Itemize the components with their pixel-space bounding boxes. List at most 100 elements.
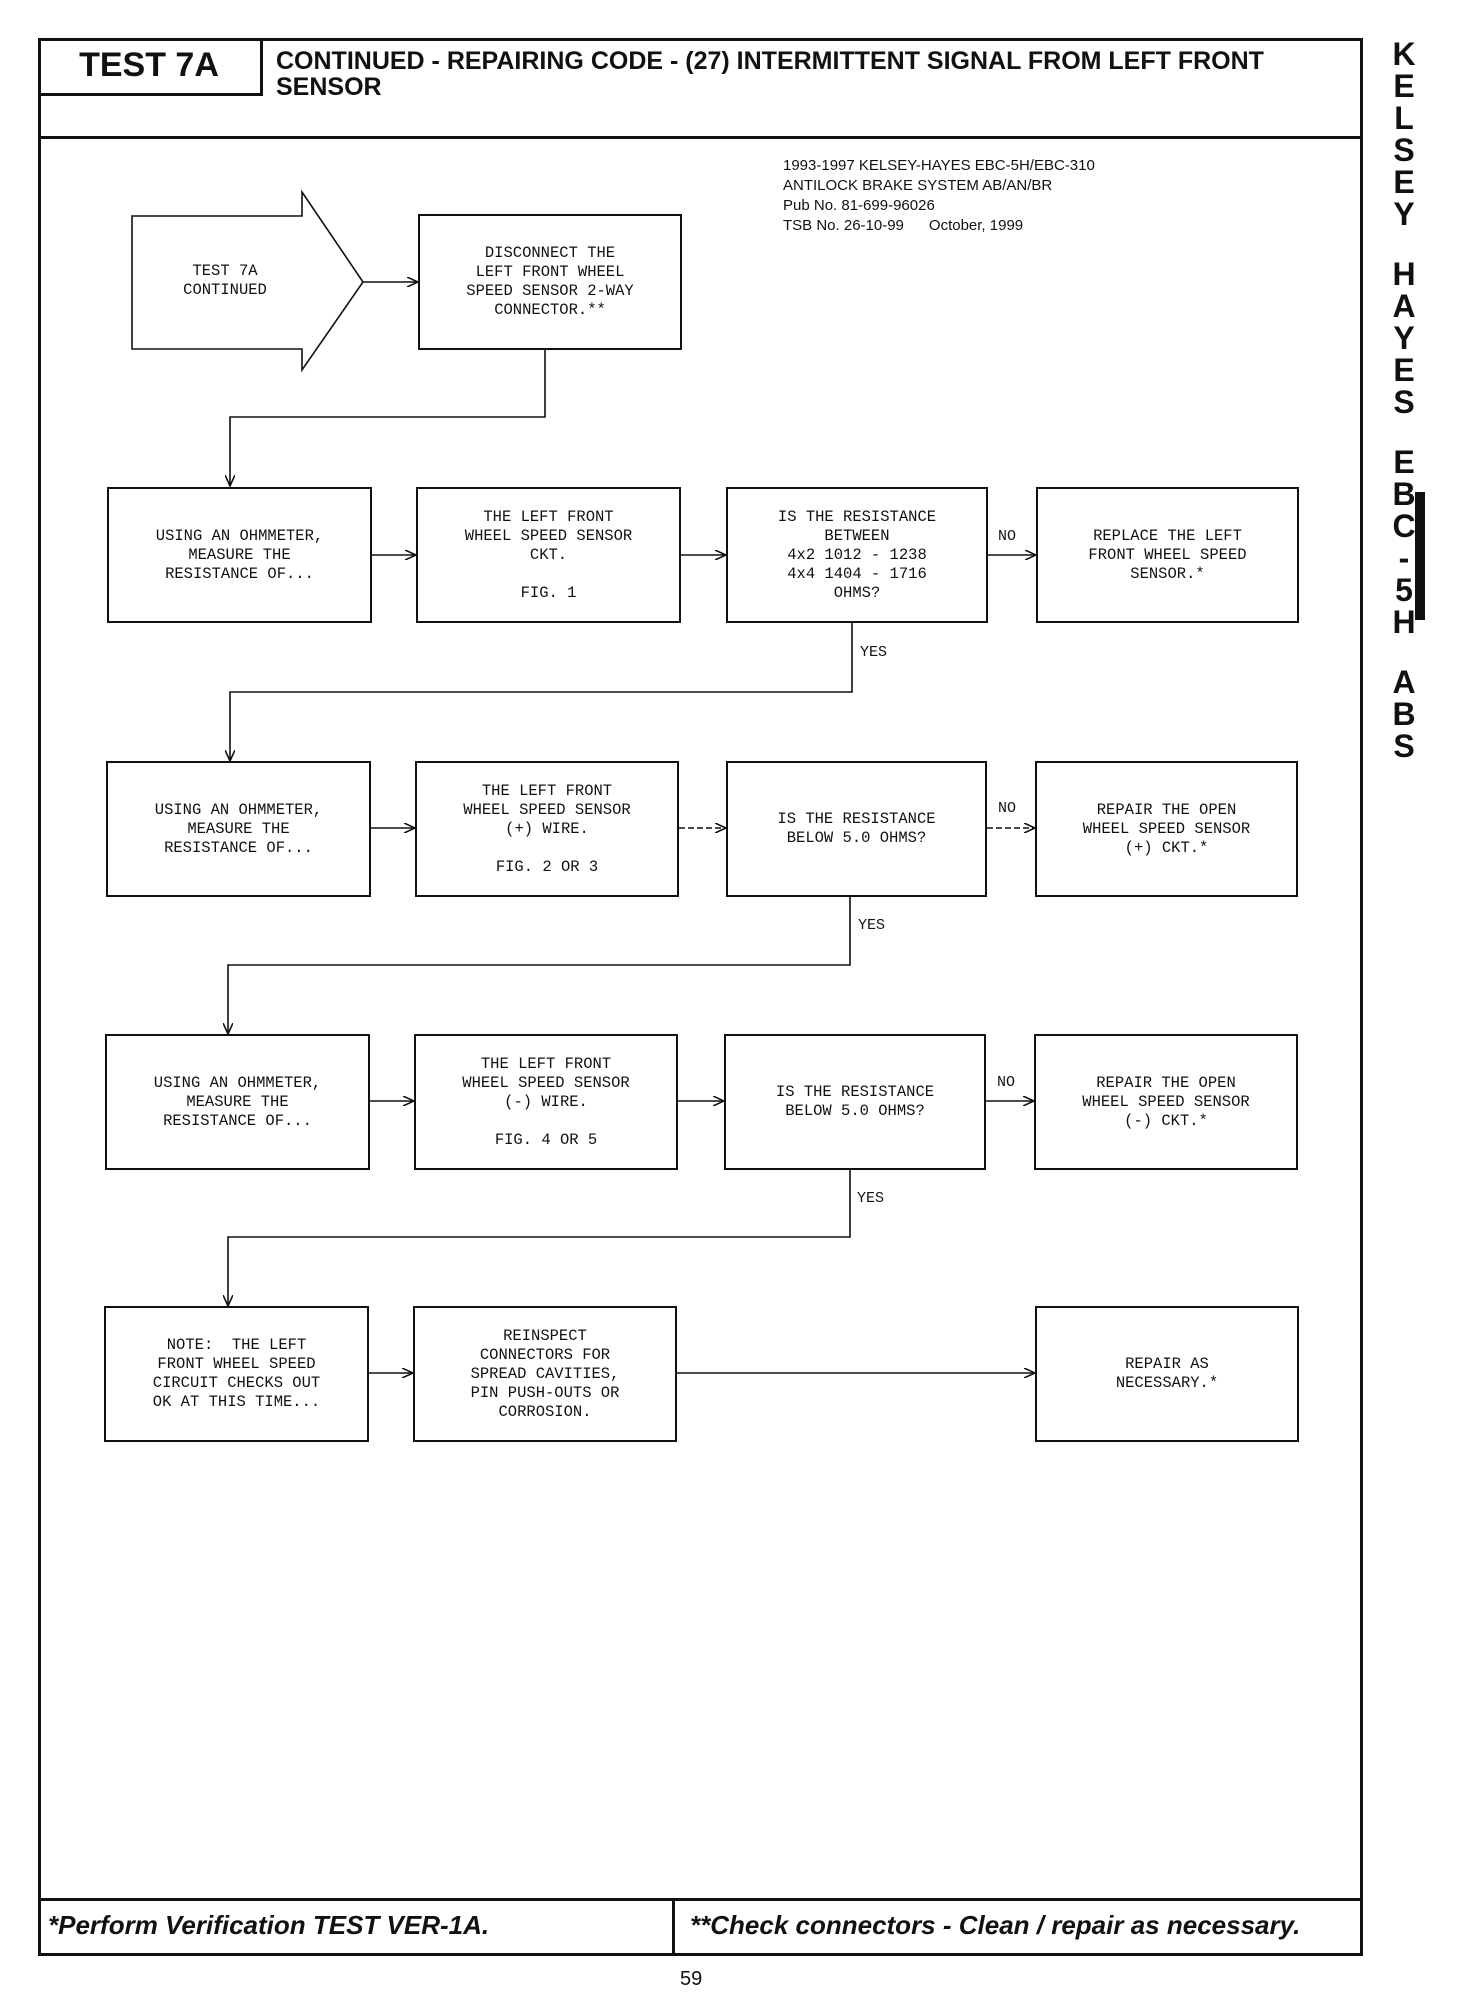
page-frame xyxy=(38,38,1363,1956)
text-line: USING AN OHMMETER, xyxy=(153,1073,322,1092)
text-line: 4x2 1012 - 1238 xyxy=(787,545,927,564)
footer-column-divider xyxy=(672,1898,675,1956)
text-line: THE LEFT FRONT xyxy=(480,1054,612,1073)
text-line: (+) CKT.* xyxy=(1124,838,1209,857)
text-line: SPEED SENSOR 2-WAY xyxy=(466,282,634,300)
pub-line-1: 1993-1997 KELSEY-HAYES EBC-5H/EBC-310 xyxy=(783,157,1095,174)
header-divider xyxy=(38,136,1363,139)
side-letter: H xyxy=(1392,604,1416,640)
side-letter: E xyxy=(1393,444,1415,480)
row2-no-label: NO xyxy=(998,800,1017,817)
text-line xyxy=(463,839,630,858)
text-line: (-) WIRE. xyxy=(504,1092,588,1111)
text-line: RESISTANCE OF... xyxy=(163,1111,312,1130)
text-line: RESISTANCE OF... xyxy=(165,564,314,583)
side-letter: - xyxy=(1398,540,1410,576)
side-letter: A xyxy=(1392,664,1416,700)
section-marker-bar xyxy=(1415,492,1425,620)
text-line: OHMS? xyxy=(833,583,881,602)
text-line: REINSPECT xyxy=(503,1326,587,1345)
text-line: CONNECTORS FOR xyxy=(479,1345,611,1364)
text-line: IS THE RESISTANCE xyxy=(775,1083,935,1101)
text-line: OK AT THIS TIME... xyxy=(152,1393,321,1411)
text-line: FIG. 1 xyxy=(520,583,577,602)
text-line: CKT. xyxy=(529,545,568,564)
text-line: NECESSARY.* xyxy=(1115,1374,1219,1392)
text-line: DISCONNECT THE xyxy=(484,244,616,262)
side-letter: B xyxy=(1392,476,1416,512)
text-line: SENSOR.* xyxy=(1130,564,1205,583)
text-line: WHEEL SPEED SENSOR xyxy=(1082,1092,1250,1111)
text-line: NOTE: THE LEFT xyxy=(166,1336,307,1354)
text-line: BELOW 5.0 OHMS? xyxy=(785,1102,925,1120)
side-letter: L xyxy=(1394,100,1414,136)
test-label: TEST 7A xyxy=(38,38,263,96)
text-line: USING AN OHMMETER, xyxy=(154,800,323,819)
side-letter: K xyxy=(1392,36,1416,72)
text-line: MEASURE THE xyxy=(187,819,290,838)
text-line: REPLACE THE LEFT xyxy=(1093,526,1242,545)
text-line: REPAIR THE OPEN xyxy=(1096,1073,1236,1092)
text-line: CIRCUIT CHECKS OUT xyxy=(152,1374,321,1392)
text-line: (-) CKT.* xyxy=(1124,1111,1208,1130)
pub-line-4: TSB No. 26-10-99 October, 1999 xyxy=(783,217,1024,234)
row2-yes-label: YES xyxy=(858,917,886,934)
text-line: SPREAD CAVITIES, xyxy=(470,1364,620,1383)
side-letter: E xyxy=(1393,164,1415,200)
text-line: FIG. 4 OR 5 xyxy=(494,1130,598,1149)
text-line: PIN PUSH-OUTS OR xyxy=(470,1383,620,1402)
publication-info: 1993-1997 KELSEY-HAYES EBC-5H/EBC-310 AN… xyxy=(783,156,1095,236)
start-arrow-shape xyxy=(131,189,364,373)
text-line: IS THE RESISTANCE xyxy=(777,810,936,828)
side-letter: A xyxy=(1392,288,1416,324)
page-title: CONTINUED - REPAIRING CODE - (27) INTERM… xyxy=(276,47,1264,101)
side-letter: C xyxy=(1392,508,1416,544)
text-line: REPAIR THE OPEN xyxy=(1096,800,1237,819)
page-number: 59 xyxy=(680,1968,703,1990)
text-line: BETWEEN xyxy=(824,526,890,545)
text-line: (+) WIRE. xyxy=(505,819,589,838)
footer-divider xyxy=(38,1898,1363,1901)
side-letter: B xyxy=(1392,696,1416,732)
footer-note-right: **Check connectors - Clean / repair as n… xyxy=(690,1910,1301,1940)
text-line: FRONT WHEEL SPEED xyxy=(1088,545,1247,564)
text-line: WHEEL SPEED SENSOR xyxy=(464,526,633,545)
text-line: FRONT WHEEL SPEED xyxy=(157,1355,316,1373)
row1-no-label: NO xyxy=(998,528,1017,545)
text-line: MEASURE THE xyxy=(188,545,291,564)
row3-yes-label: YES xyxy=(857,1190,885,1207)
side-letter: Y xyxy=(1393,196,1415,232)
text-line: CONNECTOR.** xyxy=(494,301,606,319)
row3-no-label: NO xyxy=(997,1074,1016,1091)
text-line: THE LEFT FRONT xyxy=(481,781,613,800)
text-line: REPAIR AS xyxy=(1125,1355,1209,1373)
side-letter: S xyxy=(1393,384,1415,420)
